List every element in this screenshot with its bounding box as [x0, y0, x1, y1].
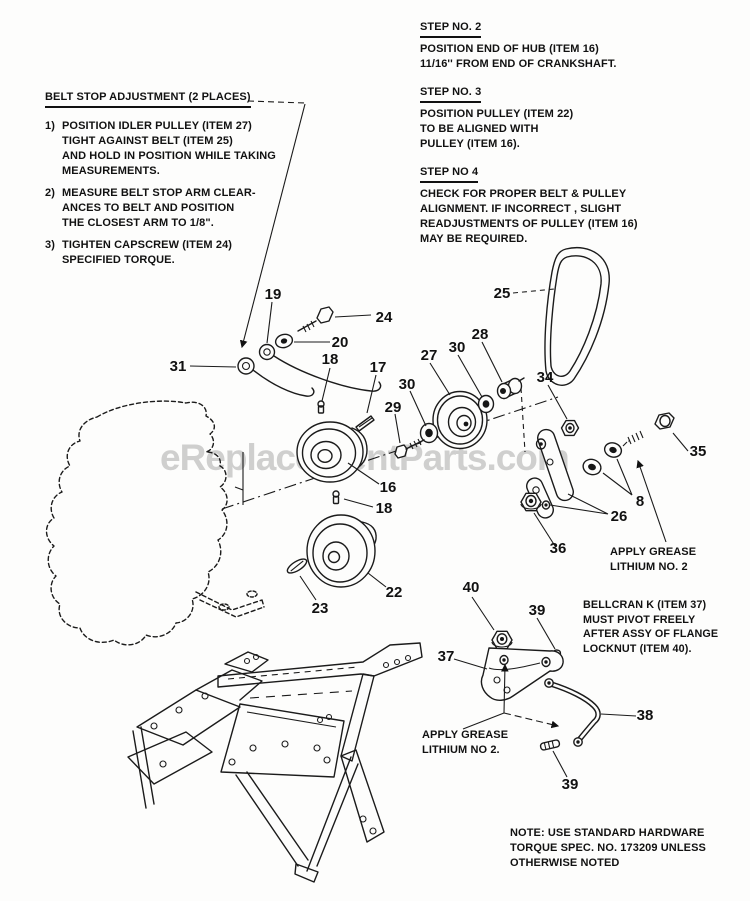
- part-label-20: 20: [332, 334, 349, 351]
- part-label-26: 26: [611, 508, 628, 525]
- part-label-19: 19: [265, 286, 282, 303]
- belt-stop-arm-31: [237, 357, 315, 397]
- spacer-28: [496, 377, 525, 400]
- washer-20: [274, 333, 294, 349]
- part-label-40: 40: [463, 579, 480, 596]
- part-labels: 19 24 20 18 17 31 27 30 28 30 29 25 34 3…: [170, 285, 707, 793]
- part-label-28: 28: [472, 326, 489, 343]
- step-3: STEP NO. 3 POSITION PULLEY (ITEM 22) TO …: [420, 86, 574, 150]
- part-label-16: 16: [380, 479, 397, 496]
- pin-39-lower: [539, 739, 561, 751]
- frame-assembly: [127, 642, 423, 883]
- bellcrank-note: BELLCRAN K (ITEM 37) MUST PIVOT FREELY A…: [583, 599, 719, 655]
- nut-34: [560, 419, 580, 437]
- setscrew-18-lower: [332, 490, 340, 505]
- engine-outline: [45, 400, 265, 646]
- part-label-29: 29: [385, 399, 402, 416]
- belt-stop-adjustment-note: BELT STOP ADJUSTMENT (2 PLACES) 1) POSIT…: [45, 90, 305, 268]
- flange-locknut-40: [491, 630, 513, 650]
- center-lines: [221, 387, 559, 510]
- part-label-23: 23: [312, 600, 329, 617]
- step-2: STEP NO. 2 POSITION END OF HUB (ITEM 16)…: [420, 21, 617, 70]
- nut-36: [520, 492, 542, 512]
- pulley-22: [306, 514, 377, 588]
- part-label-38: 38: [637, 707, 654, 724]
- setscrew-18-upper: [317, 400, 325, 414]
- part-label-24: 24: [376, 309, 393, 326]
- bellcrank-rod-38: [544, 678, 601, 747]
- belt-stop-item-3: 3) TIGHTEN CAPSCREW (ITEM 24) SPECIFIED …: [45, 239, 233, 266]
- capscrew-24: [297, 306, 334, 333]
- washer-30-right: [477, 394, 495, 414]
- grease-note-upper: APPLY GREASE LITHIUM NO. 2: [610, 546, 697, 573]
- belt-stop-title: BELT STOP ADJUSTMENT (2 PLACES): [45, 90, 251, 108]
- part-label-25: 25: [494, 285, 511, 302]
- steps-block: STEP NO. 2 POSITION END OF HUB (ITEM 16)…: [420, 20, 660, 260]
- belt-stop-arm-19: [258, 343, 382, 392]
- pin-17: [355, 415, 375, 432]
- part-label-30-b: 30: [399, 376, 416, 393]
- belt-stop-item-1: 1) POSITION IDLER PULLEY (ITEM 27) TIGHT…: [45, 120, 276, 177]
- part-label-36: 36: [550, 540, 567, 557]
- hardware-note: NOTE: USE STANDARD HARDWARE TORQUE SPEC.…: [510, 827, 706, 869]
- part-label-22: 22: [386, 584, 403, 601]
- part-label-39-lower: 39: [562, 776, 579, 793]
- part-label-8: 8: [636, 493, 644, 510]
- part-label-34: 34: [537, 369, 554, 386]
- part-label-30-a: 30: [449, 339, 466, 356]
- washer-30-left: [419, 422, 439, 444]
- belt-25: [544, 247, 610, 386]
- part-label-18-upper: 18: [322, 351, 339, 368]
- part-label-18-lower: 18: [376, 500, 393, 517]
- bolt-35: [622, 412, 675, 447]
- part-label-37: 37: [438, 648, 455, 665]
- step-4: STEP NO 4 CHECK FOR PROPER BELT & PULLEY…: [420, 166, 638, 245]
- idler-pulley-27: [432, 390, 488, 450]
- belt-stop-item-2: 2) MEASURE BELT STOP ARM CLEAR- ANCES TO…: [45, 187, 256, 229]
- key-23: [286, 558, 308, 574]
- bolt-29: [394, 438, 425, 459]
- part-label-39-upper: 39: [529, 602, 546, 619]
- grease-note-lower: APPLY GREASE LITHIUM NO 2.: [422, 729, 509, 756]
- washers-8: [582, 442, 623, 476]
- part-label-31: 31: [170, 358, 187, 375]
- pulley-16: [296, 421, 368, 483]
- part-label-35: 35: [690, 443, 707, 460]
- leader-lines: [189, 100, 689, 778]
- part-label-17: 17: [370, 359, 387, 376]
- part-label-27: 27: [421, 347, 438, 364]
- bellcrank-37: [480, 647, 564, 701]
